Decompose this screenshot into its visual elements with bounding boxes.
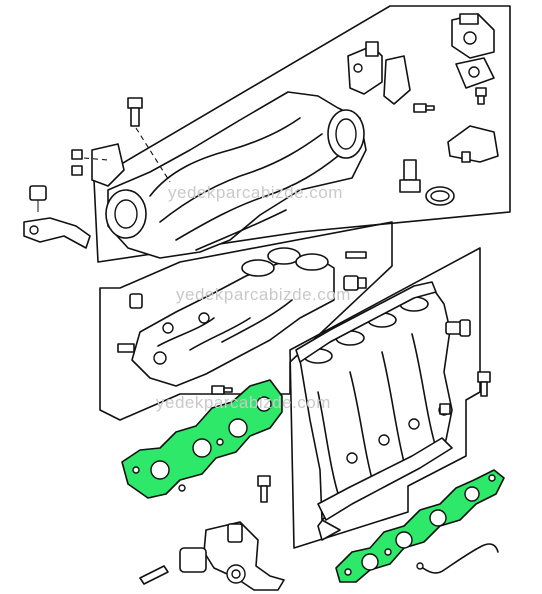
exhaust-gasket-bolt-1 bbox=[132, 466, 140, 474]
watermark-top: yedekparcabizde.com bbox=[168, 183, 343, 202]
exhaust-bolt-bottom bbox=[211, 385, 233, 395]
exhaust-gasket-port-2 bbox=[192, 438, 212, 458]
lower-group-frame bbox=[289, 247, 481, 549]
intake-plug-fitting bbox=[445, 319, 471, 337]
bracket-screw bbox=[71, 149, 83, 176]
exhaust-gasket-port-1 bbox=[150, 460, 170, 480]
manifold-runner-4 bbox=[195, 209, 287, 251]
intake-lower-flange bbox=[317, 437, 453, 521]
manifold-runner-1 bbox=[149, 117, 301, 197]
exhaust-flange-hole-2 bbox=[198, 312, 210, 324]
intake-runner-2 bbox=[349, 371, 375, 487]
intake-bolt-lower-right bbox=[439, 403, 451, 415]
map-sensor bbox=[447, 125, 499, 163]
throttle-o-ring-inner bbox=[430, 190, 450, 202]
exhaust-port-1 bbox=[241, 259, 275, 277]
throttle-bore bbox=[335, 118, 357, 150]
sensor-gasket bbox=[383, 55, 411, 105]
bolt-guide-line bbox=[135, 127, 171, 183]
upper-group-frame bbox=[93, 5, 511, 263]
manifold-runner-2 bbox=[159, 133, 323, 223]
upper-intake-manifold bbox=[107, 91, 367, 259]
intake-upper-gasket bbox=[295, 281, 437, 363]
intake-bolt-right bbox=[477, 371, 491, 397]
intake-runner-1 bbox=[317, 391, 341, 501]
exhaust-runner-1 bbox=[157, 317, 215, 347]
intake-runner-4 bbox=[411, 333, 437, 449]
dipstick-tube-end bbox=[416, 562, 424, 570]
intake-mount-hole-3 bbox=[408, 418, 420, 430]
plenum-end-bore bbox=[114, 199, 138, 229]
exhaust-runner-2 bbox=[189, 317, 251, 351]
vacuum-fitting bbox=[399, 159, 421, 193]
intake-gasket-port-4 bbox=[464, 486, 480, 502]
intake-runner-3 bbox=[381, 351, 407, 471]
exhaust-gasket-bolt-2 bbox=[178, 484, 186, 492]
exhaust-flange-hole-3 bbox=[153, 351, 167, 365]
mount-stud bbox=[139, 565, 169, 585]
exhaust-gasket-port-3 bbox=[228, 418, 248, 438]
idle-control-valve bbox=[451, 13, 495, 59]
intake-gasket-bolt-1 bbox=[344, 568, 352, 576]
dipstick-tube bbox=[419, 543, 499, 574]
intake-gasket-bolt-2 bbox=[384, 548, 392, 556]
upper-intake-manifold-group bbox=[71, 5, 511, 263]
intake-gasket-port-3 bbox=[429, 509, 447, 527]
bracket-guide-line bbox=[83, 157, 109, 161]
exhaust-gasket-bolt-3 bbox=[216, 438, 224, 446]
mount-bolt bbox=[257, 475, 271, 503]
intake-mount-hole-2 bbox=[378, 434, 390, 446]
valve-gasket-hole bbox=[468, 66, 480, 78]
watermark-middle: yedekparcabizde.com bbox=[176, 285, 351, 304]
exhaust-runner-3 bbox=[221, 299, 293, 343]
engine-mount-bracket bbox=[179, 521, 285, 591]
intake-manifold-gasket bbox=[335, 469, 505, 583]
valve-screw bbox=[475, 87, 487, 105]
manifold-runner-3 bbox=[175, 155, 339, 241]
exhaust-gasket-port-4 bbox=[256, 396, 272, 412]
lower-intake-manifold-group bbox=[289, 247, 499, 574]
watermark-lower: yedekparcabizde.com bbox=[156, 393, 331, 412]
intake-gasket-port-2 bbox=[395, 531, 413, 549]
manifold-bolt-top bbox=[127, 97, 143, 127]
exhaust-port-3 bbox=[295, 253, 329, 271]
exhaust-port-2 bbox=[267, 247, 301, 265]
exhaust-studs-right bbox=[343, 251, 367, 291]
intake-gasket-bolt-3 bbox=[488, 474, 496, 482]
intake-mount-hole-1 bbox=[346, 452, 358, 464]
exhaust-flange-hole-1 bbox=[162, 322, 174, 334]
exhaust-stud-left bbox=[117, 293, 143, 353]
intake-gasket-port-1 bbox=[361, 553, 379, 571]
sensor-screw bbox=[413, 103, 435, 113]
throttle-sensor bbox=[347, 41, 383, 95]
exhaust-manifold bbox=[131, 257, 335, 387]
manifold-bracket bbox=[91, 143, 125, 187]
exhaust-manifold-gasket bbox=[121, 379, 283, 499]
support-bracket-left bbox=[23, 185, 91, 249]
